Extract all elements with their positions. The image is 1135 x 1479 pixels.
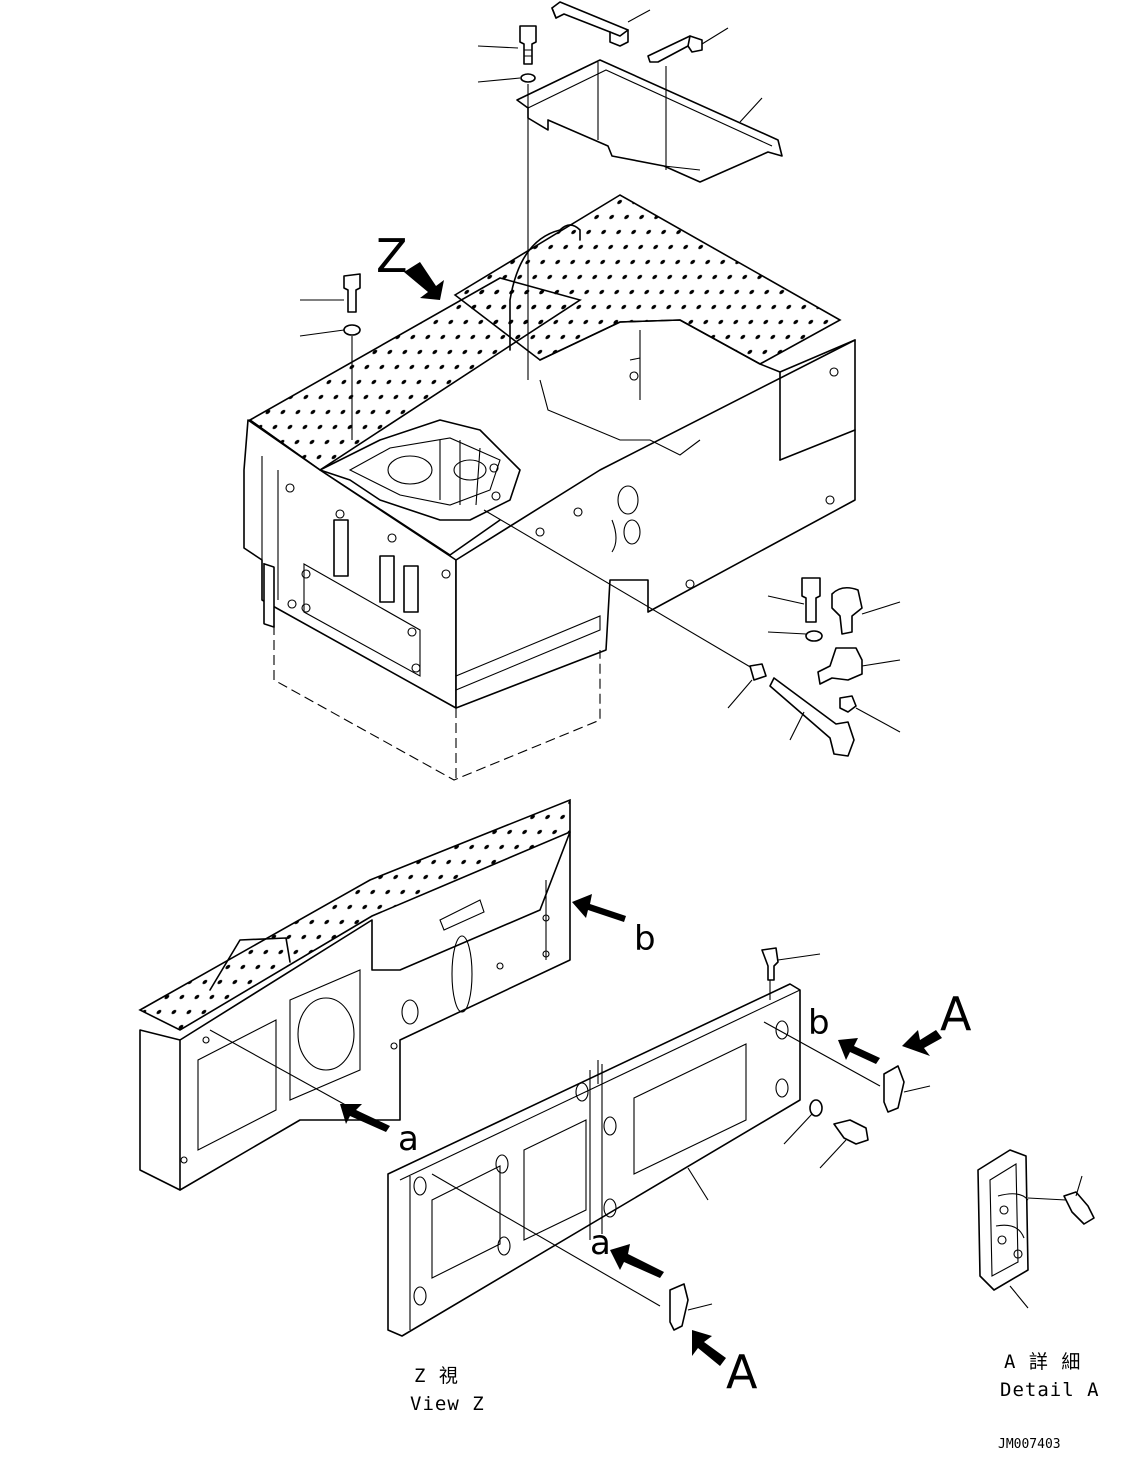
handle-right — [647, 35, 703, 63]
detail-a-lower-marker: A — [726, 1345, 758, 1399]
detail-a-upper-marker: A — [940, 987, 972, 1041]
detail-a-upper-arrow-icon — [902, 1030, 942, 1056]
latch-upper — [883, 1065, 905, 1113]
ref-b-right: b — [808, 1003, 830, 1043]
handle-left — [551, 1, 629, 47]
detail-a-lower-arrow-icon — [692, 1330, 726, 1366]
knob-switch — [831, 586, 863, 635]
perforated-deck-right — [453, 194, 842, 365]
drawing-code: JM007403 — [998, 1437, 1061, 1452]
body-right-face — [455, 339, 856, 709]
view-z-body: b a — [138, 798, 656, 1191]
detail-a-drawing — [977, 1149, 1095, 1309]
caption-view-z-jp: Z 視 — [414, 1365, 459, 1387]
caption-detail-a-jp: A 詳 細 — [1004, 1351, 1081, 1373]
arrow-a-left-icon — [340, 1104, 390, 1132]
view-z-arrow-icon — [404, 262, 444, 300]
caption-view-z-en: View Z — [410, 1393, 485, 1415]
washer-switch — [805, 630, 823, 642]
bolt-panel-top — [761, 947, 779, 981]
bolt-detail-a — [1063, 1191, 1095, 1225]
ref-a-panel: a — [590, 1223, 611, 1263]
wire-clip — [749, 663, 767, 681]
front-panel: a A b A — [387, 947, 972, 1399]
caption-detail-a-en: Detail A — [1000, 1379, 1100, 1401]
switch-body — [817, 647, 863, 685]
nut-switch — [839, 695, 857, 713]
switch-parts — [483, 509, 901, 757]
arrow-b-right-icon — [838, 1038, 880, 1064]
washer-top — [520, 73, 536, 83]
lower-hidden-body — [273, 610, 601, 781]
cover-plate — [516, 59, 783, 183]
control-console — [319, 419, 521, 521]
bolt-top — [519, 25, 537, 65]
arrow-b-icon — [572, 894, 626, 922]
top-cover-assembly — [477, 1, 783, 380]
washer-panel — [809, 1099, 823, 1117]
latch-lower — [669, 1283, 689, 1331]
upper-cab-body — [243, 194, 856, 781]
bolt-panel — [833, 1119, 869, 1145]
bolt-left-group — [299, 273, 361, 440]
arrow-a-panel-icon — [610, 1244, 664, 1278]
wire-harness — [769, 677, 855, 757]
ref-b-upper: b — [634, 919, 656, 959]
view-z-marker: Z — [376, 229, 408, 283]
ref-a-left: a — [398, 1119, 419, 1159]
bolt-switch — [801, 577, 821, 623]
